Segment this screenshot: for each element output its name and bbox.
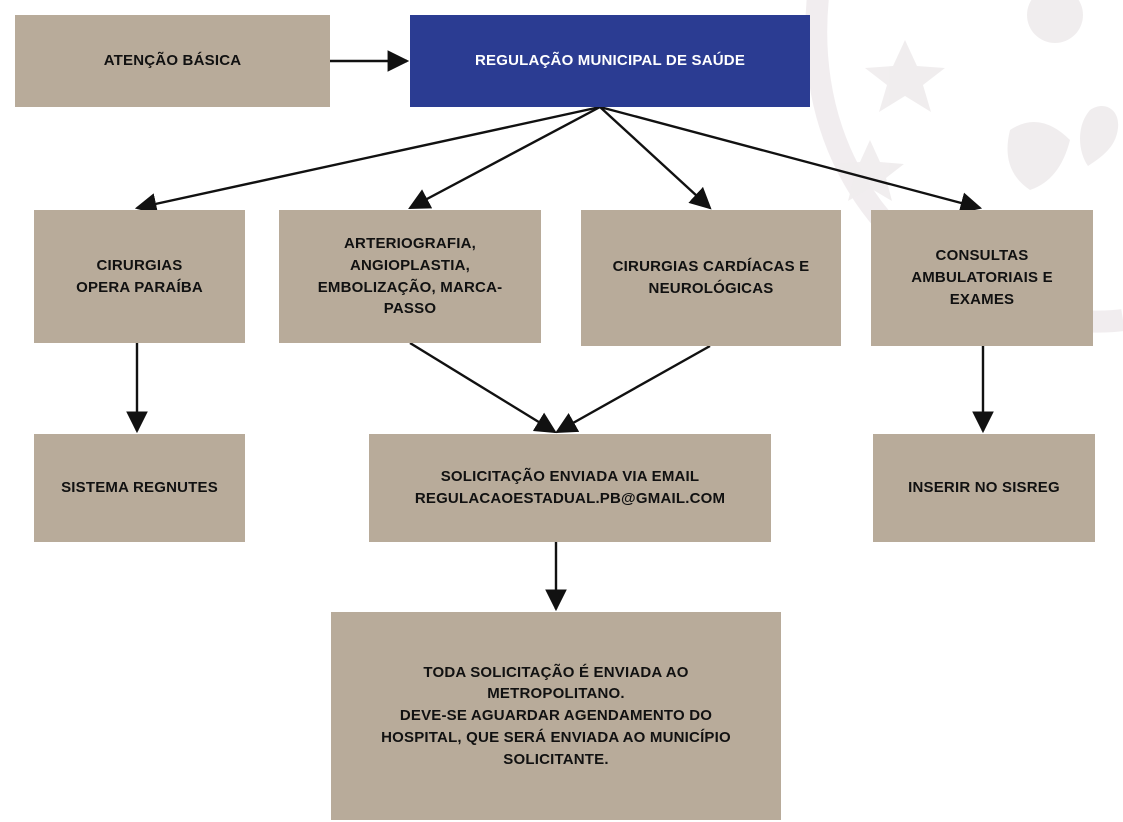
node-sistema-regnutes-label: SISTEMA REGNUTES xyxy=(61,479,218,497)
edge-regulacao-to-cirurgias xyxy=(134,105,601,215)
node-toda-solicitacao: TODA SOLICITAÇÃO É ENVIADA AO METROPOLIT… xyxy=(331,612,781,820)
node-cirurgias-cardiacas-label: CIRURGIAS CARDÍACAS E NEUROLÓGICAS xyxy=(612,258,810,297)
node-solicitacao-email-label: SOLICITAÇÃO ENVIADA VIA EMAIL REGULACAOE… xyxy=(414,468,726,507)
edge-regulacao-to-consultas xyxy=(599,105,983,214)
node-inserir-sisreg-label: INSERIR NO SISREG xyxy=(908,479,1060,497)
edge-cardiacas-to-email xyxy=(555,344,711,434)
node-cirurgias-opera-paraiba-label: CIRURGIAS OPERA PARAÍBA xyxy=(76,256,203,296)
node-consultas-ambulatoriais-label: CONSULTAS AMBULATORIAIS E EXAMES xyxy=(911,247,1053,308)
node-regulacao-municipal: REGULAÇÃO MUNICIPAL DE SAÚDE xyxy=(410,15,810,107)
edge-arteriografia-to-email xyxy=(409,341,557,434)
node-inserir-sisreg: INSERIR NO SISREG xyxy=(873,434,1095,542)
node-toda-solicitacao-label: TODA SOLICITAÇÃO É ENVIADA AO METROPOLIT… xyxy=(381,663,731,768)
node-arteriografia: ARTERIOGRAFIA, ANGIOPLASTIA, EMBOLIZAÇÃO… xyxy=(279,210,541,343)
node-solicitacao-email: SOLICITAÇÃO ENVIADA VIA EMAIL REGULACAOE… xyxy=(369,434,771,542)
node-cirurgias-cardiacas: CIRURGIAS CARDÍACAS E NEUROLÓGICAS xyxy=(581,210,841,346)
edge-regulacao-to-cardiacas xyxy=(599,106,712,210)
node-regulacao-municipal-label: REGULAÇÃO MUNICIPAL DE SAÚDE xyxy=(474,52,746,70)
edge-regulacao-to-arteriografia xyxy=(408,105,601,210)
node-consultas-ambulatoriais: CONSULTAS AMBULATORIAIS E EXAMES xyxy=(871,210,1093,346)
node-sistema-regnutes: SISTEMA REGNUTES xyxy=(34,434,245,542)
node-arteriografia-label: ARTERIOGRAFIA, ANGIOPLASTIA, EMBOLIZAÇÃO… xyxy=(317,235,503,318)
node-cirurgias-opera-paraiba: CIRURGIAS OPERA PARAÍBA xyxy=(34,210,245,343)
node-atencao-basica: ATENÇÃO BÁSICA xyxy=(15,15,330,107)
node-atencao-basica-label: ATENÇÃO BÁSICA xyxy=(103,52,242,70)
